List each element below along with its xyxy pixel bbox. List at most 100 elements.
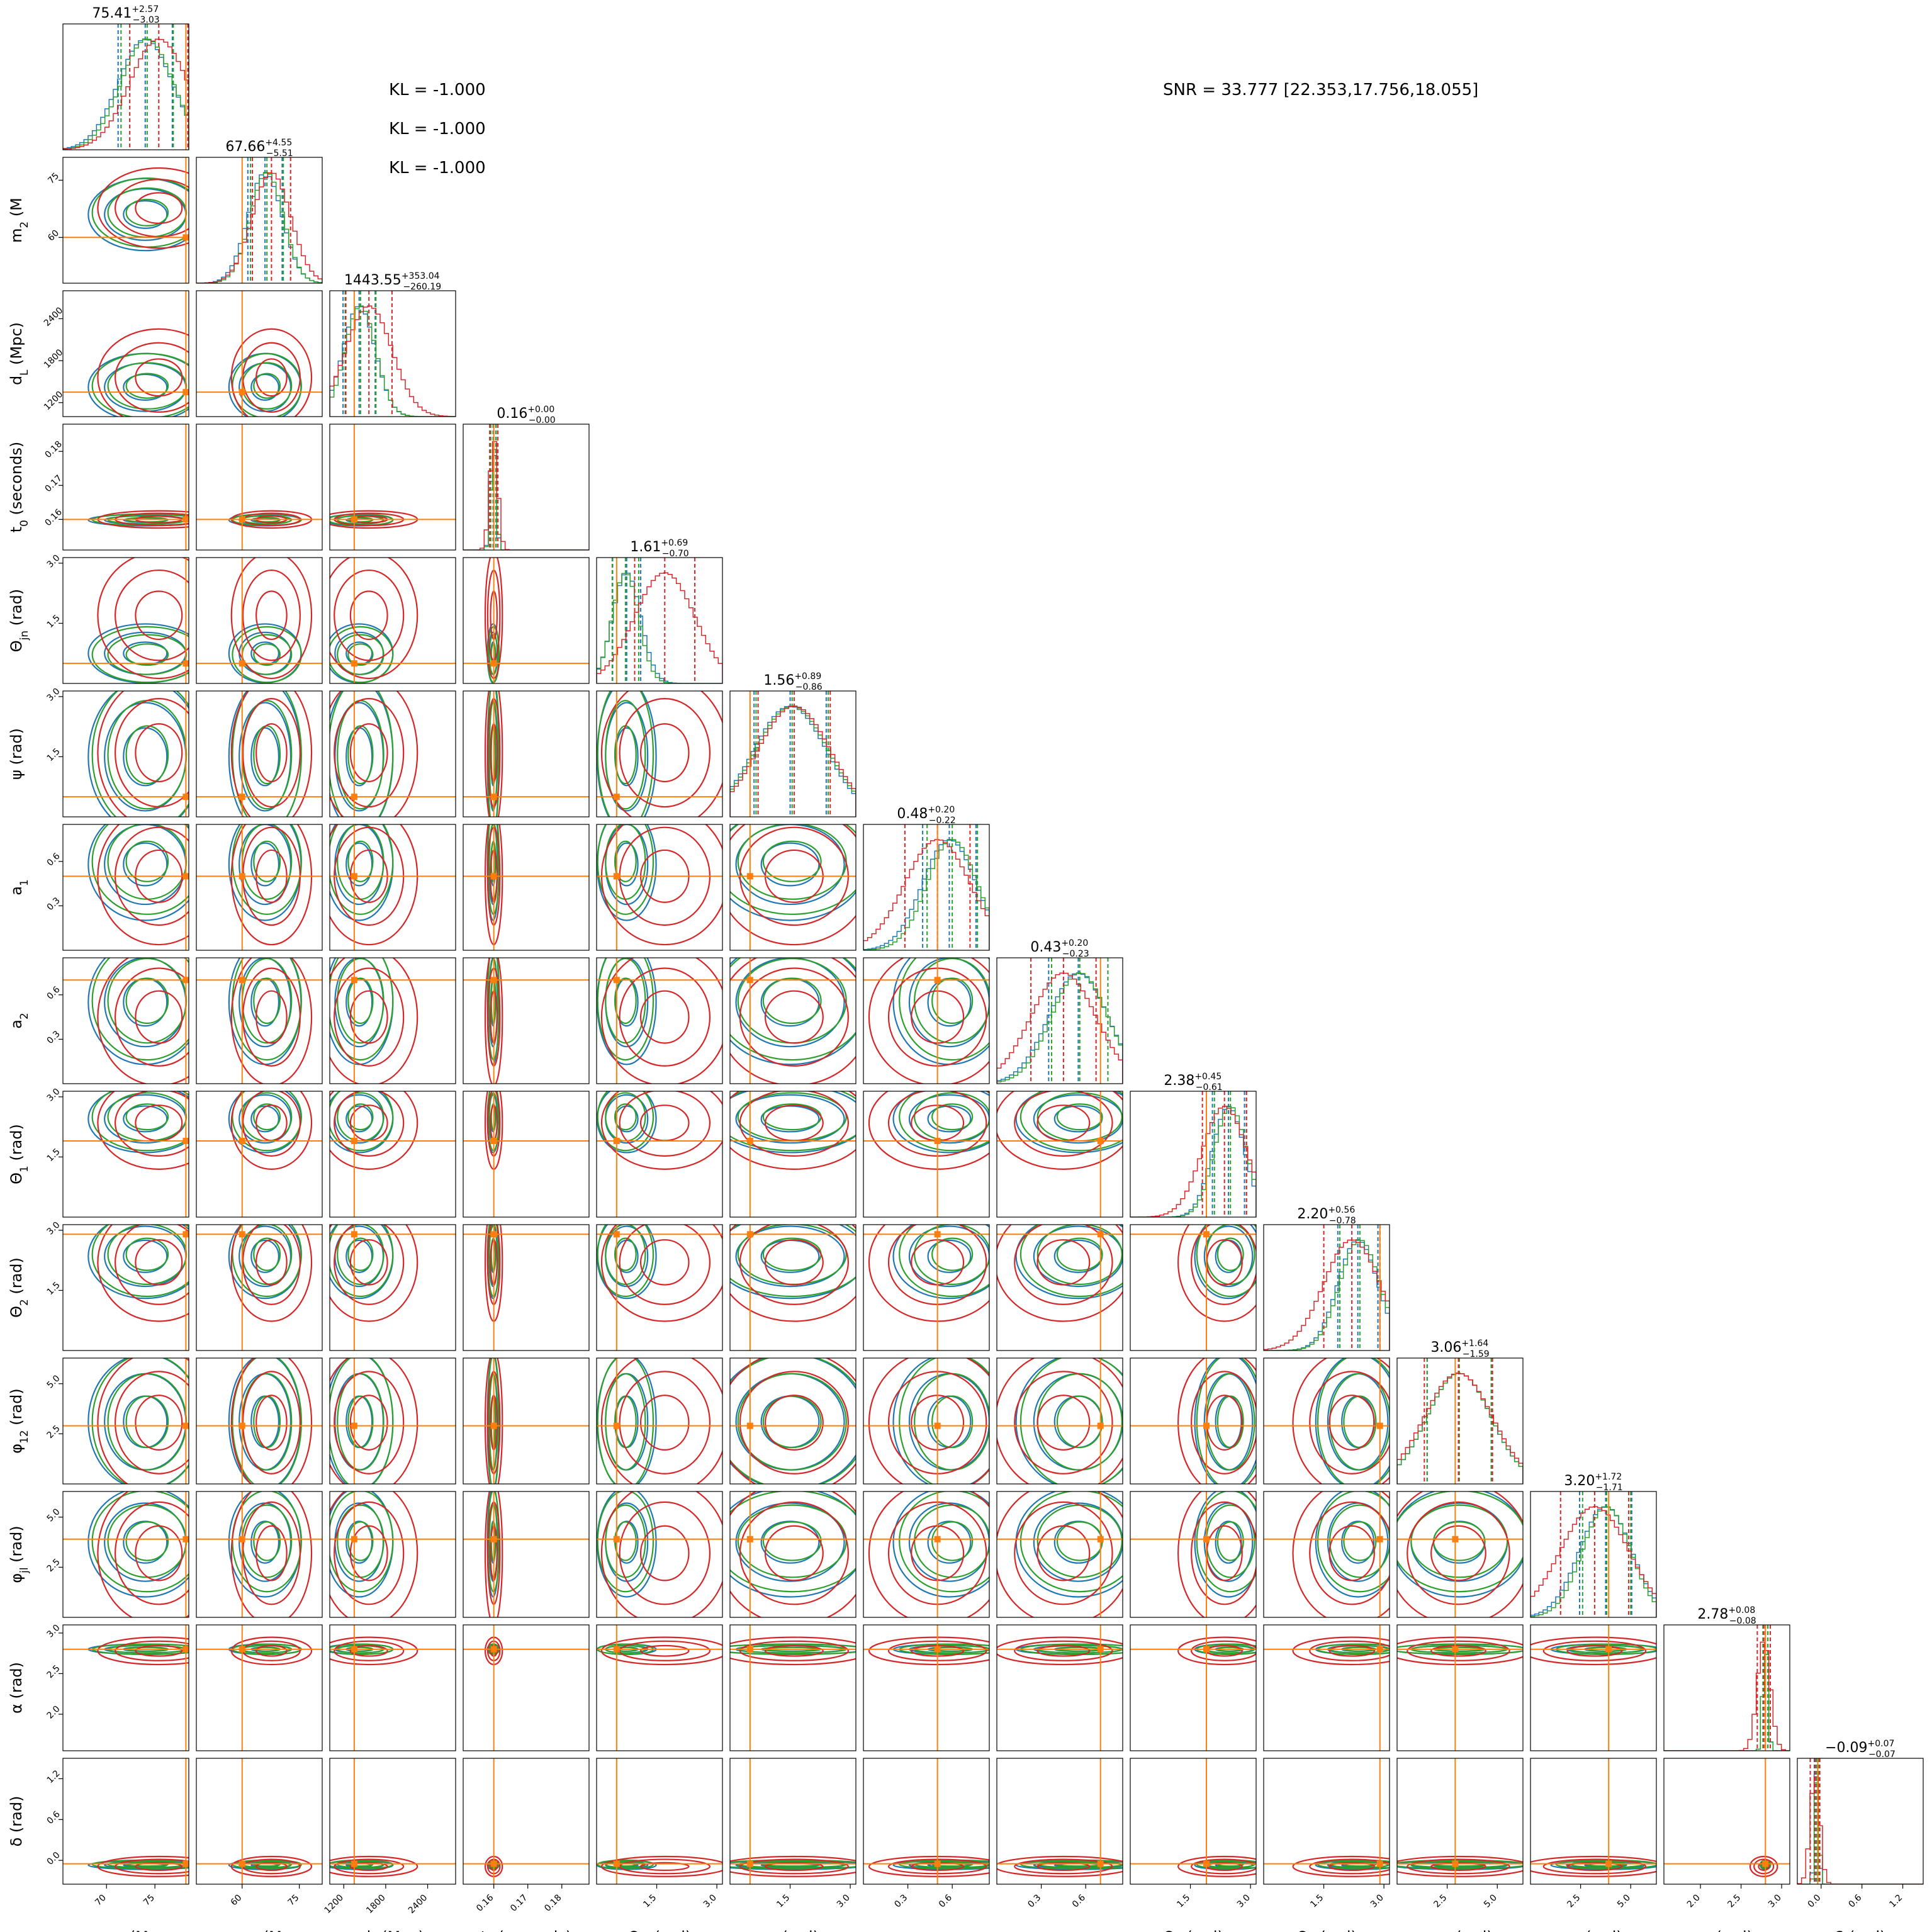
panel-content	[730, 1758, 856, 1884]
truth-marker	[490, 1536, 497, 1542]
panel-frame	[863, 1758, 990, 1885]
contour-series-3-level-3	[97, 1491, 189, 1617]
truth-marker	[351, 873, 357, 880]
panel-delta-psi: 1.53.0ψ (rad)	[729, 1758, 856, 1932]
contour-series-3-level-1	[1430, 1862, 1486, 1872]
y-tick-label: 75	[46, 171, 61, 186]
panel-frame	[196, 1491, 323, 1618]
contour-series-3-level-2	[334, 1501, 405, 1605]
contour-series-2-level-3	[1397, 1491, 1523, 1593]
panel-frame	[329, 957, 456, 1084]
panel-content	[997, 1625, 1123, 1751]
contour-series-3-level-3	[730, 1636, 856, 1666]
contour-series-3-level-1	[1328, 1395, 1375, 1451]
panel-content	[730, 1225, 856, 1351]
contour-series-3-level-2	[242, 1091, 301, 1157]
contour-series-3-level-3	[600, 1491, 722, 1617]
contour-series-3-level-2	[242, 342, 301, 413]
contour-series-2-level-2	[1036, 1860, 1123, 1868]
contour-series-3-level-2	[1191, 1225, 1256, 1305]
contour-series-3-level-3	[484, 1358, 503, 1484]
contour-series-1-level-2	[908, 1094, 989, 1144]
panel-frame	[996, 1491, 1123, 1618]
summary-title: 3.06+1.64−1.59	[1430, 1339, 1489, 1359]
truth-marker	[1605, 1860, 1612, 1867]
panel-content	[730, 1358, 856, 1484]
contour-series-2-level-2	[605, 1373, 646, 1471]
contour-series-3-level-1	[1206, 1395, 1243, 1451]
panel-frame	[1396, 1357, 1524, 1485]
panel-content	[597, 958, 722, 1084]
contour-series-1-level-1	[250, 373, 280, 401]
panel-content	[330, 558, 456, 683]
truth-marker	[1203, 1860, 1210, 1867]
truth-marker	[239, 389, 245, 396]
panel-frame	[596, 1224, 723, 1351]
contour-series-3-level-3	[868, 958, 989, 1084]
contour-series-3-level-1	[639, 1239, 690, 1286]
contour-series-1-level-2	[104, 631, 187, 675]
panel-frame	[596, 1758, 723, 1885]
panel-content	[196, 1358, 322, 1484]
contour-series-2-level-3	[730, 1091, 856, 1152]
panel-content	[196, 691, 322, 817]
x-axis-label: Θjn (rad)	[628, 1928, 691, 1932]
contour-series-2-level-3	[232, 1225, 302, 1298]
panel-t0-m2	[196, 424, 323, 551]
contour-series-3-level-2	[1014, 1640, 1113, 1661]
contour-series-3-level-1	[1328, 1525, 1375, 1581]
contour-series-2-level-3	[1019, 1491, 1123, 1593]
y-axis-label: φ12 (rad)	[8, 1388, 30, 1453]
y-axis-label: φjl (rad)	[8, 1525, 30, 1583]
contour-series-3-level-1	[1328, 1644, 1375, 1657]
panel-phi12-phi12: 3.06+1.64−1.59	[1396, 1339, 1524, 1485]
contour-series-2-level-3	[597, 691, 654, 817]
contour-series-3-level-3	[730, 824, 856, 946]
panel-content	[463, 1758, 589, 1884]
x-tick-label: 0.3	[1026, 1893, 1043, 1910]
contour-series-1-level-3	[730, 824, 856, 921]
panel-content	[730, 1625, 856, 1751]
x-tick-label: 0.6	[937, 1892, 954, 1909]
contour-series-2-level-3	[1317, 1491, 1390, 1593]
panel-frame	[1663, 1758, 1790, 1885]
contour-series-2-level-1	[614, 725, 637, 785]
panel-frame	[1396, 1758, 1524, 1885]
contour-series-3-level-1	[135, 1862, 183, 1872]
contour-series-2-level-1	[762, 1103, 822, 1131]
panel-t0-t0: 0.16+0.00−0.00	[463, 405, 590, 551]
contour-series-1-level-3	[87, 1491, 189, 1598]
contour-series-2-level-1	[125, 725, 169, 785]
contour-series-2-level-3	[232, 1091, 302, 1152]
y-axis-label: a2	[8, 1013, 30, 1028]
truth-marker	[183, 977, 189, 984]
panel-frame	[729, 1091, 856, 1218]
panel-frame	[196, 557, 323, 684]
panel-content	[330, 958, 456, 1084]
contour-series-2-level-1	[125, 1395, 169, 1449]
panel-frame	[596, 1091, 723, 1218]
contour-series-3-level-2	[334, 1858, 405, 1875]
truth-marker	[351, 516, 357, 523]
contour-series-1-level-1	[614, 1395, 639, 1449]
panel-frame	[1396, 1491, 1524, 1618]
contour-series-3-level-1	[256, 1104, 288, 1142]
x-tick-label: 5.0	[1482, 1893, 1499, 1910]
contour-series-2-level-1	[125, 1103, 169, 1131]
panel-theta2-theta1	[1130, 1224, 1257, 1351]
contour-series-1-level-1	[250, 1395, 280, 1449]
contour-series-2-level-2	[337, 958, 385, 1044]
truth-marker	[1605, 1646, 1612, 1653]
contour-series-3-level-3	[1292, 1636, 1390, 1666]
contour-series-2-level-1	[253, 373, 281, 399]
y-tick-label: 60	[46, 228, 61, 243]
y-tick-label: 3.0	[45, 1623, 62, 1640]
histogram-series-3	[1530, 1506, 1656, 1617]
y-tick-label: 0.18	[43, 439, 64, 460]
panel-psi-t0	[463, 690, 590, 817]
histogram-series-3	[997, 972, 1123, 1084]
kl-annotation-3: KL = -1.000	[389, 159, 486, 177]
panel-frame	[1263, 1491, 1390, 1618]
y-axis-label: Θ1 (rad)	[8, 1124, 30, 1184]
